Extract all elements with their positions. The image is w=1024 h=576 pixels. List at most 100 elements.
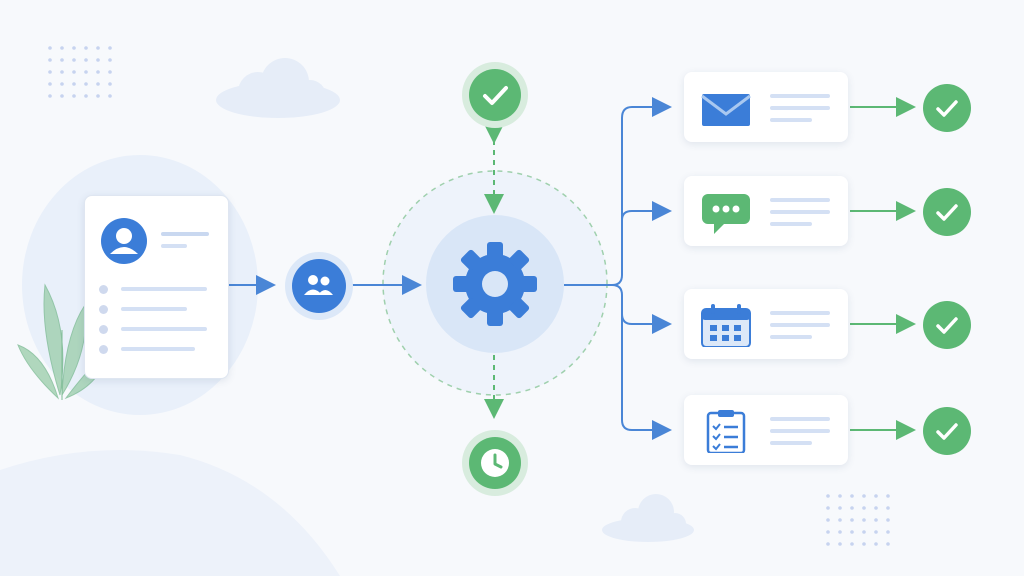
list-placeholder-line: [121, 327, 207, 331]
task-status-check: [923, 84, 971, 132]
clipboard-checklist-icon: [706, 410, 746, 453]
decor-dot: [60, 58, 64, 62]
decor-dot: [874, 518, 878, 522]
placeholder-line: [770, 94, 830, 98]
decor-dot: [838, 518, 842, 522]
clock-icon: [481, 449, 509, 477]
decor-dot: [60, 82, 64, 86]
decor-dot: [826, 506, 830, 510]
decor-dot: [874, 506, 878, 510]
status-bottom-node: [462, 430, 528, 496]
decor-dot: [874, 530, 878, 534]
list-bullet: [99, 325, 108, 334]
dot-grid-bottom-right: [826, 494, 890, 546]
decor-dot: [886, 530, 890, 534]
decor-dot: [886, 542, 890, 546]
task-status-check: [923, 188, 971, 236]
placeholder-line: [770, 198, 830, 202]
decor-dot: [60, 46, 64, 50]
task-card-email: [684, 72, 848, 142]
decor-dot: [84, 46, 88, 50]
task-card-clipboard: [684, 395, 848, 465]
decor-dot: [886, 518, 890, 522]
list-bullet: [99, 285, 108, 294]
cloud-icon: [216, 58, 340, 118]
decor-dot: [96, 82, 100, 86]
decor-dot: [108, 70, 112, 74]
connector-branch-clipboard: [621, 314, 672, 440]
decor-dot: [48, 46, 52, 50]
placeholder-line: [770, 335, 812, 339]
task-card-calendar: [684, 289, 848, 359]
decor-dot: [862, 506, 866, 510]
connector-branch-calendar: [611, 284, 672, 334]
list-bullet: [99, 345, 108, 354]
decor-dot: [108, 94, 112, 98]
task-card-chat: [684, 176, 848, 246]
decor-dot: [838, 506, 842, 510]
decor-dot: [838, 542, 842, 546]
check-icon: [483, 86, 508, 105]
calendar-icon: [701, 304, 751, 347]
decor-dot: [48, 70, 52, 74]
decor-dot: [850, 530, 854, 534]
list-placeholder-line: [121, 347, 195, 351]
connector-branch-chat: [621, 201, 672, 221]
decor-dot: [72, 82, 76, 86]
task-status-check: [923, 407, 971, 455]
decor-dot: [84, 58, 88, 62]
placeholder-line: [770, 323, 830, 327]
decor-dot: [48, 82, 52, 86]
decor-dot: [84, 70, 88, 74]
decor-dot: [886, 506, 890, 510]
placeholder-line: [770, 222, 812, 226]
list-placeholder-line: [121, 307, 187, 311]
decor-dot: [84, 82, 88, 86]
decor-dot: [96, 58, 100, 62]
decor-dot: [60, 70, 64, 74]
decor-dot: [48, 58, 52, 62]
name-placeholder-line: [161, 232, 209, 236]
decor-dot: [838, 494, 842, 498]
placeholder-line: [770, 311, 830, 315]
chat-bubble-icon: [702, 194, 750, 234]
placeholder-line: [770, 118, 812, 122]
decor-dot: [96, 70, 100, 74]
check-icon: [936, 423, 958, 440]
profile-card: [84, 195, 229, 379]
subtitle-placeholder-line: [161, 244, 187, 248]
placeholder-line: [770, 441, 812, 445]
decor-dot: [96, 94, 100, 98]
placeholder-line: [770, 429, 830, 433]
decor-dot: [862, 518, 866, 522]
task-status-check: [923, 301, 971, 349]
plant-leaves: [17, 283, 111, 400]
decor-dot: [838, 530, 842, 534]
decor-dot: [826, 542, 830, 546]
decor-dot: [850, 494, 854, 498]
users-icon: [304, 275, 333, 295]
decor-dot: [72, 46, 76, 50]
decor-dot: [72, 58, 76, 62]
decor-dot: [850, 506, 854, 510]
decor-dot: [96, 46, 100, 50]
hill-shape: [0, 450, 340, 576]
decor-dot: [108, 82, 112, 86]
check-icon: [936, 317, 958, 334]
decor-dot: [108, 58, 112, 62]
check-icon: [936, 100, 958, 117]
connector-branch-email: [564, 97, 672, 286]
decor-dot: [108, 46, 112, 50]
decor-dot: [826, 530, 830, 534]
dot-grid-top-left: [48, 46, 112, 98]
decor-dot: [874, 494, 878, 498]
decor-dot: [84, 94, 88, 98]
decor-dot: [60, 94, 64, 98]
decor-dot: [826, 494, 830, 498]
placeholder-line: [770, 417, 830, 421]
list-placeholder-line: [121, 287, 207, 291]
decor-dot: [886, 494, 890, 498]
list-bullet: [99, 305, 108, 314]
status-top-node: [462, 62, 528, 128]
